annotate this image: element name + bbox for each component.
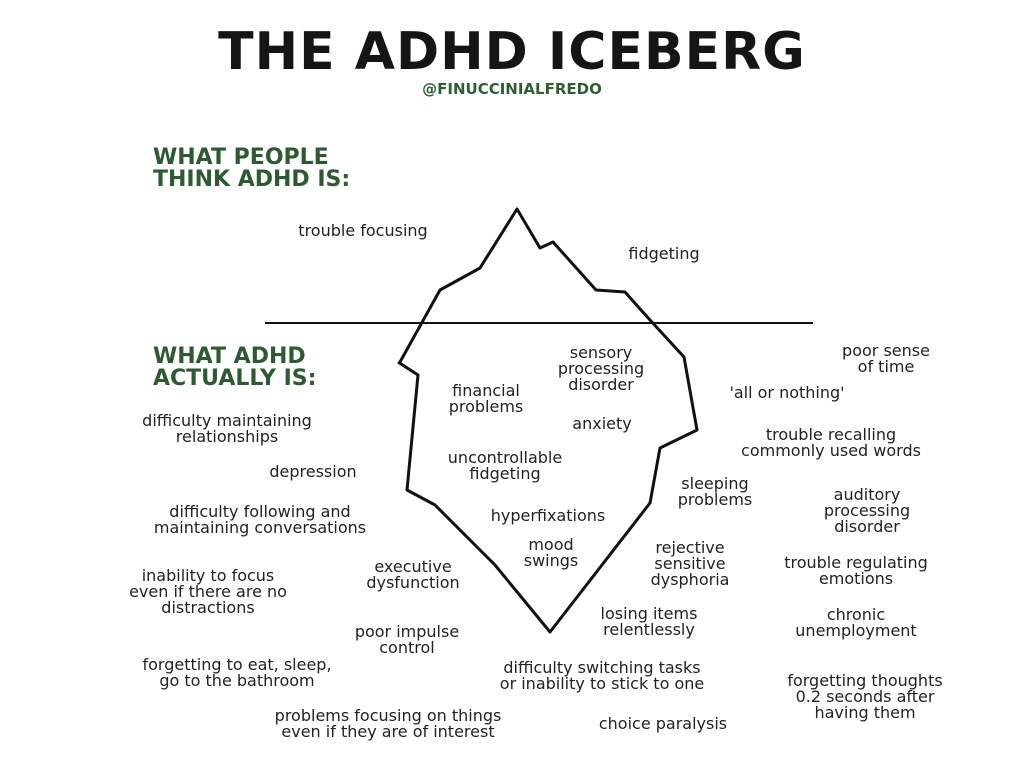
- label-line: relationships: [175, 427, 279, 446]
- label-line: rejective: [655, 538, 725, 557]
- author-handle: @FINUCCINIALFREDO: [422, 80, 602, 98]
- label-line: unemployment: [795, 621, 917, 640]
- label-line: mood: [528, 535, 574, 554]
- label-executive-dysfunction: executive dysfunction: [366, 559, 459, 591]
- label-line: problems: [677, 490, 753, 509]
- label-poor-impulse-control: poor impulse control: [355, 624, 459, 656]
- section-heading-line: ACTUALLY IS:: [153, 366, 317, 391]
- page-title: THE ADHD ICEBERG: [218, 22, 806, 82]
- label-choice-paralysis: choice paralysis: [599, 716, 727, 732]
- label-line: dysphoria: [650, 570, 730, 589]
- label-line: uncontrollable: [447, 448, 563, 467]
- label-line: anxiety: [572, 414, 632, 433]
- label-line: poor sense: [842, 341, 930, 360]
- label-line: financial: [452, 381, 520, 400]
- label-line: trouble regulating: [784, 553, 928, 572]
- label-line: problems focusing on things: [274, 706, 502, 725]
- label-line: disorder: [834, 517, 900, 536]
- iceberg-outline: [397, 207, 699, 634]
- section-heading-below: WHAT ADHD ACTUALLY IS:: [153, 346, 316, 390]
- label-line: fidgeting: [469, 464, 541, 483]
- label-line: even if there are no: [129, 582, 287, 601]
- label-uncontrollable-fidgeting: uncontrollable fidgeting: [448, 450, 562, 482]
- label-anxiety: anxiety: [572, 416, 631, 432]
- label-sleeping-problems: sleeping problems: [678, 476, 753, 508]
- label-forgetting-thoughts: forgetting thoughts 0.2 seconds after ha…: [787, 673, 942, 721]
- label-line: or inability to stick to one: [499, 674, 705, 693]
- label-difficulty-following-conversations: difficulty following and maintaining con…: [154, 504, 366, 536]
- label-line: control: [379, 638, 435, 657]
- label-inability-to-focus: inability to focus even if there are no …: [129, 568, 287, 616]
- label-sensory-processing: sensory processing disorder: [558, 345, 644, 393]
- label-line: executive: [374, 557, 452, 576]
- label-line: forgetting to eat, sleep,: [142, 655, 332, 674]
- label-line: choice paralysis: [598, 714, 728, 733]
- label-line: chronic: [826, 605, 886, 624]
- label-trouble-focusing: trouble focusing: [298, 221, 428, 240]
- section-heading-above: WHAT PEOPLE THINK ADHD IS:: [153, 147, 350, 191]
- label-line: difficulty maintaining: [142, 411, 312, 430]
- label-line: trouble recalling: [765, 425, 897, 444]
- label-hyperfixations: hyperfixations: [491, 508, 606, 524]
- label-losing-items: losing items relentlessly: [601, 606, 698, 638]
- label-mood-swings: mood swings: [524, 537, 579, 569]
- label-difficulty-maintaining-relationships: difficulty maintaining relationships: [142, 413, 312, 445]
- label-line: inability to focus: [141, 566, 275, 585]
- label-line: relentlessly: [603, 620, 695, 639]
- label-trouble-regulating-emotions: trouble regulating emotions: [784, 555, 928, 587]
- label-line: maintaining conversations: [153, 518, 367, 537]
- label-line: difficulty switching tasks: [503, 658, 701, 677]
- label-line: swings: [523, 551, 579, 570]
- label-rejective-sensitive-dysphoria: rejective sensitive dysphoria: [651, 540, 730, 588]
- label-financial-problems: financial problems: [449, 383, 524, 415]
- label-line: of time: [857, 357, 915, 376]
- label-line: even if they are of interest: [281, 722, 495, 741]
- label-depression: depression: [269, 464, 356, 480]
- section-heading-line: WHAT PEOPLE: [153, 145, 329, 170]
- label-line: processing: [557, 359, 645, 378]
- label-line: auditory: [833, 485, 901, 504]
- label-line: 0.2 seconds after: [795, 687, 935, 706]
- label-trouble-recalling-words: trouble recalling commonly used words: [741, 427, 921, 459]
- label-all-or-nothing: 'all or nothing': [729, 385, 844, 401]
- label-forgetting-to-eat: forgetting to eat, sleep, go to the bath…: [142, 657, 331, 689]
- section-heading-line: WHAT ADHD: [153, 344, 306, 369]
- label-line: processing: [823, 501, 911, 520]
- section-heading-line: THINK ADHD IS:: [153, 167, 351, 192]
- label-line: difficulty following and: [169, 502, 351, 521]
- label-line: distractions: [161, 598, 255, 617]
- label-line: commonly used words: [741, 441, 921, 460]
- label-chronic-unemployment: chronic unemployment: [795, 607, 916, 639]
- label-difficulty-switching-tasks: difficulty switching tasks or inability …: [500, 660, 704, 692]
- label-line: emotions: [818, 569, 894, 588]
- label-line: sensory: [569, 343, 633, 362]
- label-line: disorder: [568, 375, 634, 394]
- label-problems-focusing-on-interests: problems focusing on things even if they…: [275, 708, 502, 740]
- label-line: poor impulse: [354, 622, 460, 641]
- label-line: depression: [269, 462, 357, 481]
- label-line: having them: [814, 703, 916, 722]
- label-line: forgetting thoughts: [787, 671, 943, 690]
- label-auditory-processing: auditory processing disorder: [824, 487, 910, 535]
- label-line: losing items: [600, 604, 698, 623]
- label-line: go to the bathroom: [159, 671, 315, 690]
- label-poor-sense-of-time: poor sense of time: [842, 343, 930, 375]
- label-line: hyperfixations: [490, 506, 606, 525]
- label-fidgeting: fidgeting: [628, 244, 700, 263]
- label-line: dysfunction: [366, 573, 460, 592]
- label-line: problems: [448, 397, 524, 416]
- label-line: sleeping: [681, 474, 749, 493]
- label-line: sensitive: [654, 554, 726, 573]
- label-line: 'all or nothing': [729, 383, 845, 402]
